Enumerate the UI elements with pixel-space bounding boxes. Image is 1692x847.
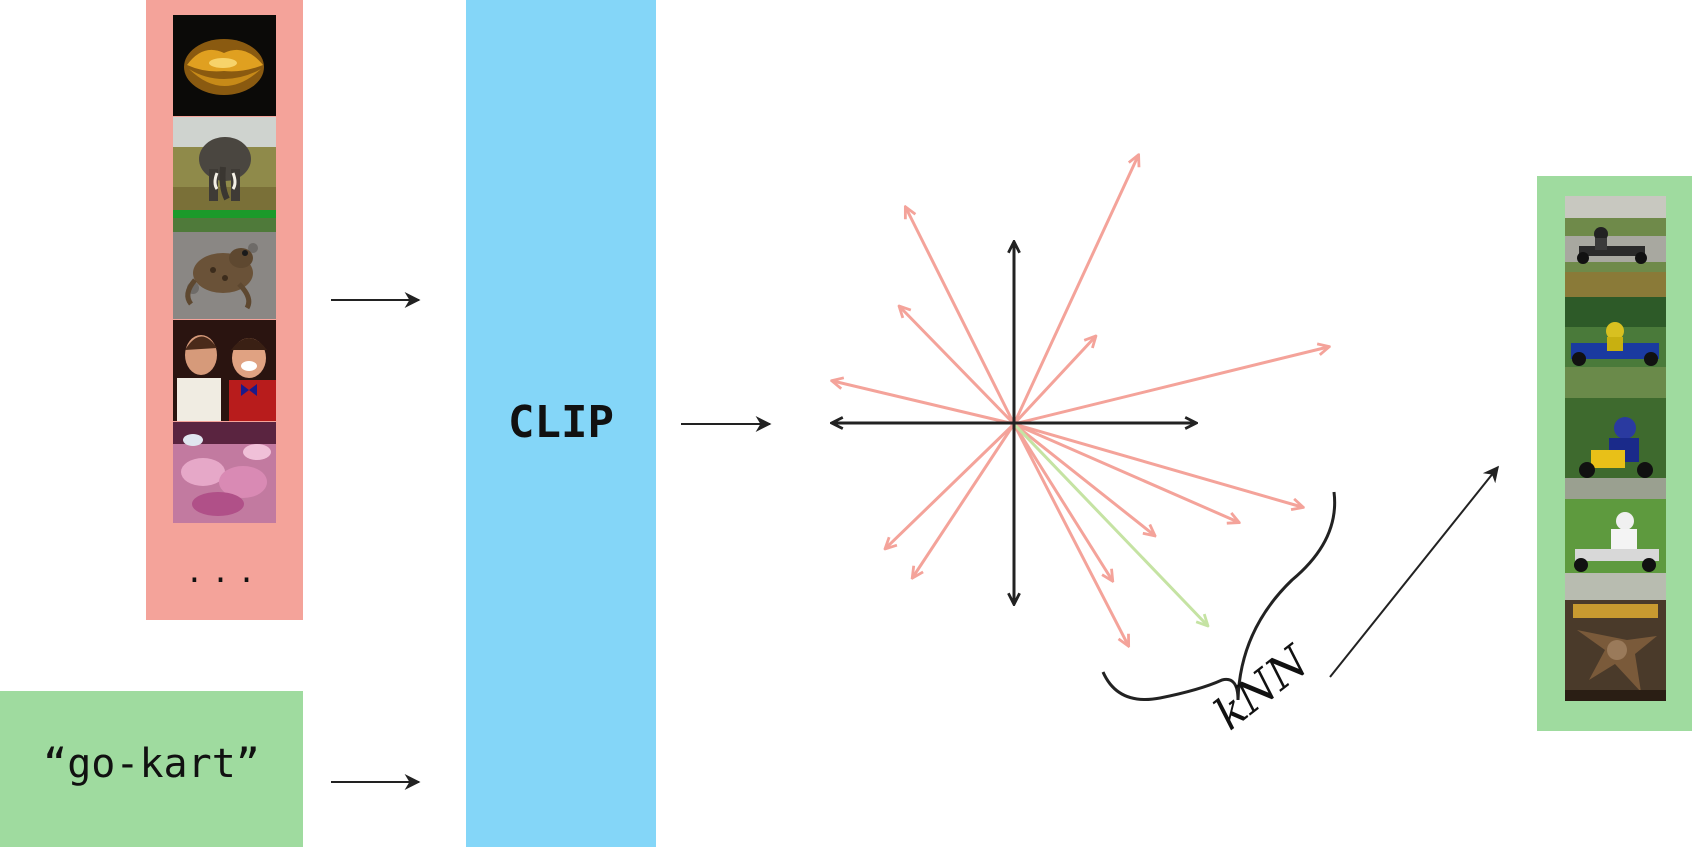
image-thumbnail-lips [173, 15, 276, 116]
text-query-box: “go-kart” [0, 691, 303, 847]
knn-brace [1101, 491, 1337, 701]
arrow-knn-to-results [1329, 465, 1499, 678]
image-thumbnail-people [173, 320, 276, 421]
clip-label: CLIP [508, 397, 614, 448]
result-thumbnail-go-kart-3 [1565, 398, 1666, 499]
input-image-column: ... [146, 0, 303, 620]
image-thumbnail-food [173, 422, 276, 523]
result-thumbnail-go-kart-4 [1565, 499, 1666, 600]
image-thumbnail-elephant [173, 117, 276, 218]
image-thumbnail-frog [173, 218, 276, 319]
more-images-ellipsis: ... [185, 555, 264, 590]
clip-encoder-block: CLIP [466, 0, 656, 847]
text-query: “go-kart” [43, 741, 260, 787]
result-thumbnail-comic-cover [1565, 600, 1666, 701]
result-thumbnail-go-kart-2 [1565, 297, 1666, 398]
image-embedding-vectors [833, 156, 1328, 645]
embedding-axes [833, 243, 1195, 603]
retrieved-results-column [1537, 176, 1692, 731]
text-embedding-vector [1012, 422, 1207, 625]
result-thumbnail-go-kart-1 [1565, 196, 1666, 297]
